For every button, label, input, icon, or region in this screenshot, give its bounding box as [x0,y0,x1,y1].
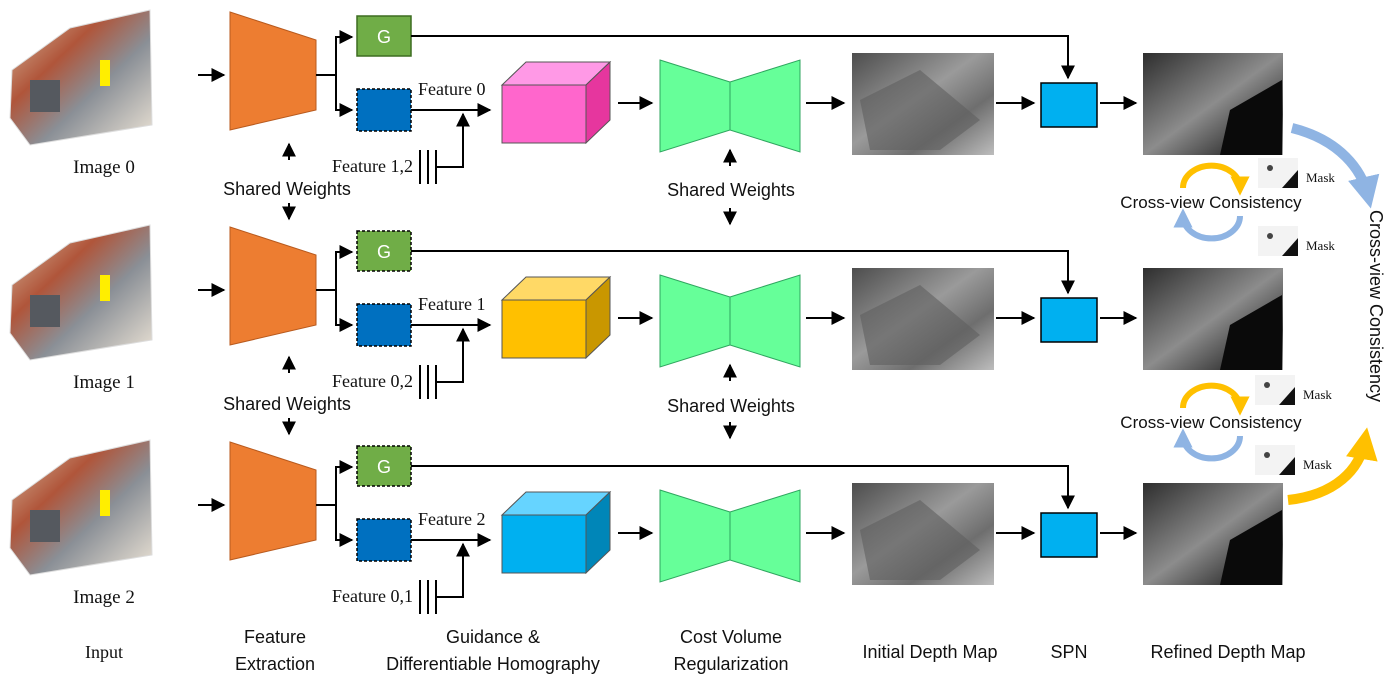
cross-view-loop-top-arc [1180,382,1250,416]
arrow-other-features [436,327,470,383]
feature-extractor [229,441,317,561]
other-features-label: Feature 1,2 [332,156,413,176]
stage-label-refined-depth: Refined Depth Map [1150,642,1305,662]
mask-image-dark [1279,387,1295,405]
feature-label: Feature 1 [418,294,485,314]
guidance-label: G [377,27,391,47]
regularization-encoder [659,489,731,583]
mask-image-dark [1279,457,1295,475]
refined-depth-dark-region [1220,80,1282,155]
arrow-to-feature [335,505,354,547]
arrow-to-guidance [316,30,354,76]
other-features-label: Feature 0,1 [332,586,413,606]
guidance-label: G [377,242,391,262]
feature-label: Feature 2 [418,509,485,529]
shared-weights-label: Shared Weights [223,179,351,199]
feature-label: Feature 0 [418,79,485,99]
regularization-encoder [659,59,731,153]
stage-label-cost-volume: Regularization [673,654,788,674]
pipeline-row-1: Image 1 G Feature 1 Feature 0,2 [9,224,1283,399]
stage-label-cost-volume: Cost Volume [680,627,782,647]
arrow-to-guidance [316,460,354,506]
arrow-other-features [436,542,470,598]
mask-image-dark [1282,238,1298,256]
input-image-roof [30,80,60,112]
arrow-to-feature [335,290,354,332]
input-image-roof [30,510,60,542]
input-image [9,439,153,576]
stage-label-guidance-homography: Differentiable Homography [386,654,600,674]
shared-weights-label: Shared Weights [667,396,795,416]
cross-view-big-arc-yellow [1287,427,1378,505]
mask-label: Mask [1306,238,1335,253]
cross-view-label: Cross-view Consistency [1120,413,1302,432]
input-image-sign [100,490,110,516]
feature-box [356,303,412,347]
cost-volume-front [501,514,587,574]
arrow-guidance-spn [411,250,1075,295]
feature-box [356,88,412,132]
feature-extractor [229,226,317,346]
input-image-sign [100,275,110,301]
input-image-sign [100,60,110,86]
stage-label-spn: SPN [1050,642,1087,662]
cross-view-big-arc-blue [1290,123,1380,209]
spn-box [1040,82,1098,128]
stage-label-guidance-homography: Guidance & [446,627,540,647]
image-label: Image 0 [73,157,135,178]
guidance-label: G [377,457,391,477]
cross-view-label: Cross-view Consistency [1120,193,1302,212]
regularization-encoder [659,274,731,368]
image-label: Image 2 [73,587,135,608]
feature-box [356,518,412,562]
arrow-to-guidance [316,245,354,291]
regularization-decoder [729,59,801,153]
spn-box [1040,512,1098,558]
refined-depth-dark-region [1220,510,1282,585]
mask-label: Mask [1303,387,1332,402]
stage-label-initial-depth: Initial Depth Map [862,642,997,662]
mask-label: Mask [1306,170,1335,185]
cost-volume-front [501,84,587,144]
arrow-guidance-spn [411,35,1075,80]
mask-image-dark [1282,170,1298,188]
mask-label: Mask [1303,457,1332,472]
pipeline-row-0: Image 0 G Feature 0 Feature 1,2 [9,9,1283,184]
pipeline-row-2: Image 2 G Feature 2 Feature 0,1 [9,439,1283,614]
mask-image-speck [1267,233,1273,239]
stage-label-feature-extraction: Feature [244,627,306,647]
shared-weights-label: Shared Weights [223,394,351,414]
shared-weights-label: Shared Weights [667,180,795,200]
cross-view-loop-top-arc [1180,162,1250,196]
cost-volume-front [501,299,587,359]
regularization-decoder [729,489,801,583]
other-features-label: Feature 0,2 [332,371,413,391]
stage-label-feature-extraction: Extraction [235,654,315,674]
guidance-box [356,230,412,272]
regularization-decoder [729,274,801,368]
mask-image-speck [1264,452,1270,458]
initial-depth-region [860,70,980,150]
arrow-other-features [436,112,470,168]
input-image [9,9,153,146]
mask-image-speck [1267,165,1273,171]
input-image-roof [30,295,60,327]
arrow-to-feature [335,75,354,117]
feature-extractor [229,11,317,131]
refined-depth-dark-region [1220,295,1282,370]
spn-box [1040,297,1098,343]
arrow-guidance-spn [411,465,1075,510]
guidance-box [356,445,412,487]
initial-depth-region [860,500,980,580]
cross-view-loop-bottom-arc [1173,208,1243,242]
image-label: Image 1 [73,372,135,393]
cross-view-loop-bottom-arc [1173,428,1243,462]
mask-image-speck [1264,382,1270,388]
input-image [9,224,153,361]
initial-depth-region [860,285,980,365]
stage-label-input: Input [85,642,123,662]
cross-view-vertical-label: Cross-view Consistency [1366,210,1386,402]
